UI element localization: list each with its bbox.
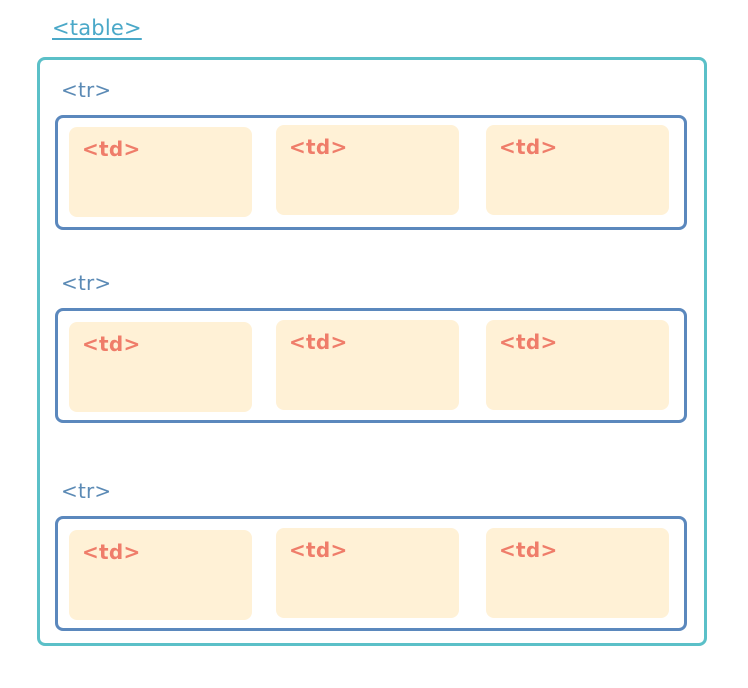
td-cell-2-2: <td>	[276, 320, 459, 410]
td-cell-3-1: <td>	[69, 530, 252, 620]
table-container	[37, 57, 707, 646]
td-tag-label: <td>	[499, 538, 558, 562]
tr-tag-label-3: <tr>	[61, 479, 112, 503]
td-tag-label: <td>	[82, 540, 141, 564]
tr-row-2	[55, 308, 687, 423]
td-tag-label: <td>	[82, 137, 141, 161]
table-tag-label[interactable]: <table>	[52, 16, 142, 40]
td-tag-label: <td>	[499, 330, 558, 354]
tr-row-1	[55, 115, 687, 230]
td-tag-label: <td>	[289, 330, 348, 354]
td-tag-label: <td>	[289, 135, 348, 159]
tr-tag-label-2: <tr>	[61, 271, 112, 295]
tr-row-3	[55, 516, 687, 631]
td-cell-3-2: <td>	[276, 528, 459, 618]
td-tag-label: <td>	[499, 135, 558, 159]
td-cell-1-2: <td>	[276, 125, 459, 215]
td-cell-2-3: <td>	[486, 320, 669, 410]
td-cell-1-1: <td>	[69, 127, 252, 217]
td-tag-label: <td>	[82, 332, 141, 356]
tr-tag-label-1: <tr>	[61, 78, 112, 102]
td-cell-1-3: <td>	[486, 125, 669, 215]
td-tag-label: <td>	[289, 538, 348, 562]
td-cell-2-1: <td>	[69, 322, 252, 412]
td-cell-3-3: <td>	[486, 528, 669, 618]
